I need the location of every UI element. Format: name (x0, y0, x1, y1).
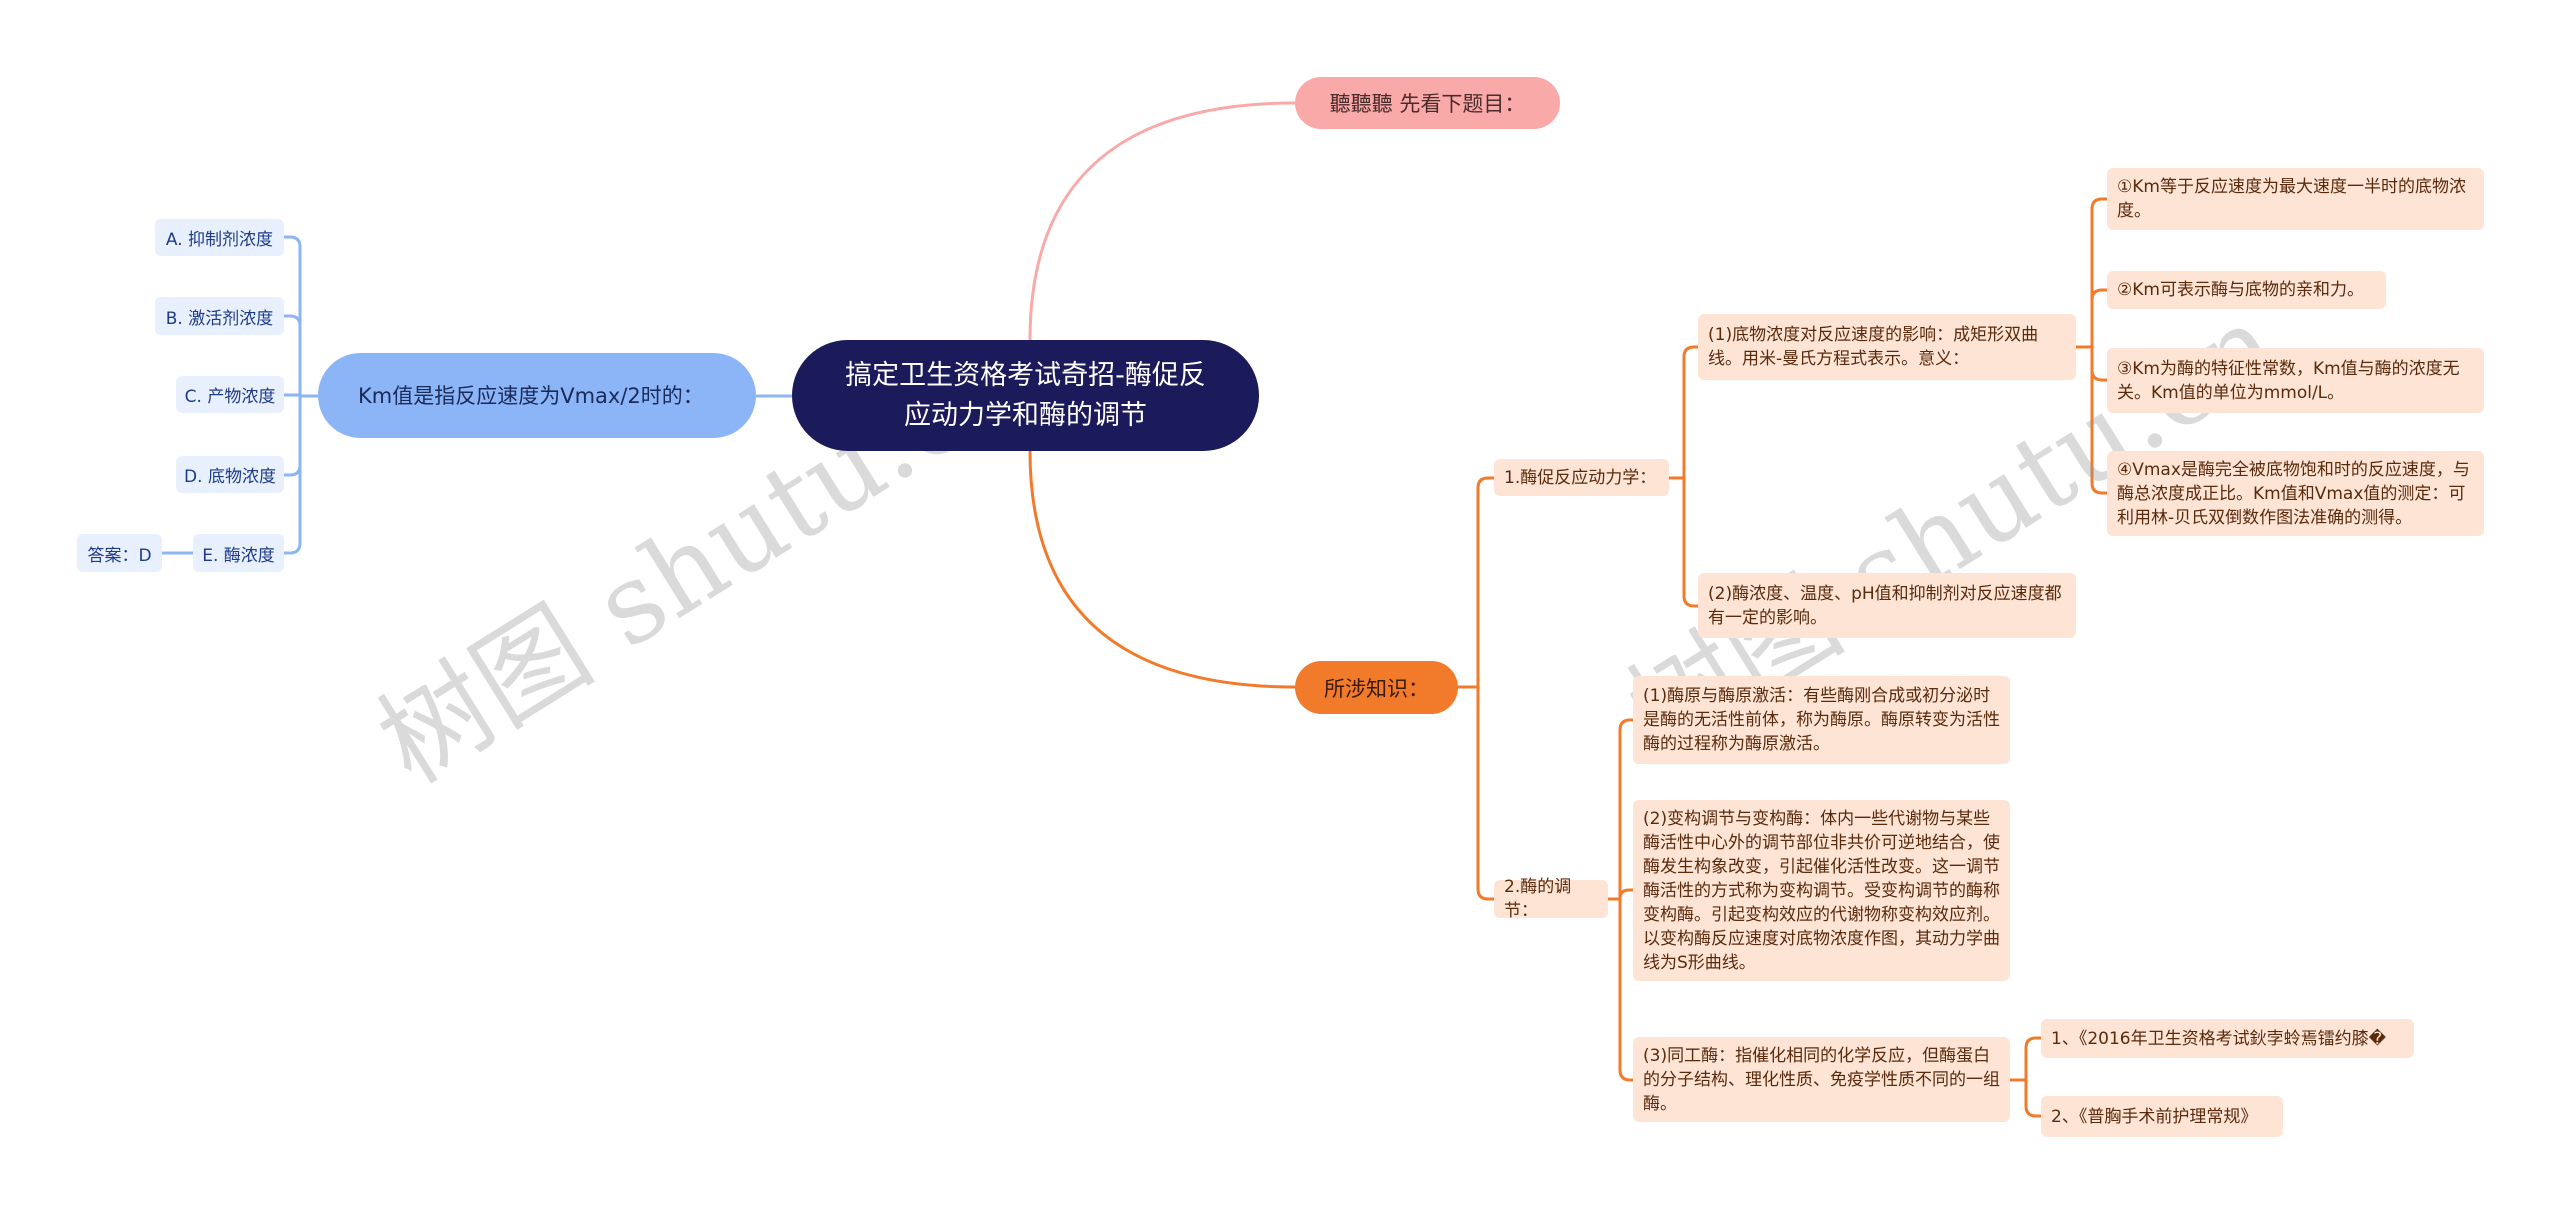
regulation-zymogen[interactable]: (1)酶原与酶原激活：有些酶刚合成或初分泌时是酶的无活性前体，称为酶原。酶原转变… (1633, 676, 2010, 764)
connector-section (1458, 685, 1494, 901)
section-kinetics[interactable]: 1.酶促反应动力学： (1494, 459, 1669, 496)
connector-km-point (2076, 197, 2107, 349)
question-prompt-node[interactable]: 聽聽聽 先看下题目： (1295, 77, 1560, 129)
option-e[interactable]: E. 酶浓度 (193, 534, 284, 572)
km-point-2[interactable]: ②Km可表示酶与底物的亲和力。 (2107, 271, 2386, 309)
connector-reference (2010, 1078, 2041, 1118)
connector-regulation-item (1608, 897, 1633, 1082)
connector-regulation-item (1608, 718, 1633, 901)
option-a[interactable]: A. 抑制剂浓度 (155, 219, 284, 256)
kinetics-item-substrate[interactable]: (1)底物浓度对反应速度的影响：成矩形双曲线。用米-曼氏方程式表示。意义： (1698, 314, 2076, 380)
connector-option (284, 394, 318, 555)
option-c[interactable]: C. 产物浓度 (176, 376, 284, 413)
connector-knowledge (1028, 450, 1296, 689)
connector-km-point (2076, 288, 2107, 349)
reference-link-1[interactable]: 1、《2016年卫生资格考试鈥孛蛉焉镭约膝� (2041, 1019, 2414, 1058)
section-regulation[interactable]: 2.酶的调节： (1494, 877, 1608, 921)
kinetics-item-factors[interactable]: (2)酶浓度、温度、pH值和抑制剂对反应速度都有一定的影响。 (1698, 573, 2076, 638)
root-topic[interactable]: 搞定卫生资格考试奇招-酶促反应动力学和酶的调节 (792, 340, 1259, 451)
regulation-isoenzyme[interactable]: (3)同工酶：指催化相同的化学反应，但酶蛋白的分子结构、理化性质、免疫学性质不同… (1633, 1037, 2010, 1122)
km-point-3[interactable]: ③Km为酶的特征性常数，Km值与酶的浓度无关。Km值的单位为mmol/L。 (2107, 348, 2484, 413)
answer-node[interactable]: 答案：D (77, 534, 162, 572)
km-point-1[interactable]: ①Km等于反应速度为最大速度一半时的底物浓度。 (2107, 168, 2484, 230)
regulation-allosteric[interactable]: (2)变构调节与变构酶：体内一些代谢物与某些酶活性中心外的调节部位非共价可逆地结… (1633, 800, 2010, 981)
connector-option (284, 235, 318, 398)
connector-section (1458, 476, 1494, 689)
question-node[interactable]: Km值是指反应速度为Vmax/2时的： (318, 353, 756, 438)
connector-km-point (2076, 345, 2107, 495)
reference-link-2[interactable]: 2、《普胸手术前护理常规》 (2041, 1096, 2283, 1137)
connector-kinetics-item (1669, 476, 1698, 608)
knowledge-node[interactable]: 所涉知识： (1295, 661, 1458, 714)
option-b[interactable]: B. 激活剂浓度 (155, 297, 284, 335)
km-point-4[interactable]: ④Vmax是酶完全被底物饱和时的反应速度，与酶总浓度成正比。Km值和Vmax值的… (2107, 451, 2484, 536)
connector-reference (2010, 1036, 2041, 1082)
connector-option (284, 314, 318, 398)
connector-kinetics-item (1669, 345, 1698, 480)
connector-question-prompt (1028, 101, 1296, 341)
option-d[interactable]: D. 底物浓度 (176, 456, 284, 493)
